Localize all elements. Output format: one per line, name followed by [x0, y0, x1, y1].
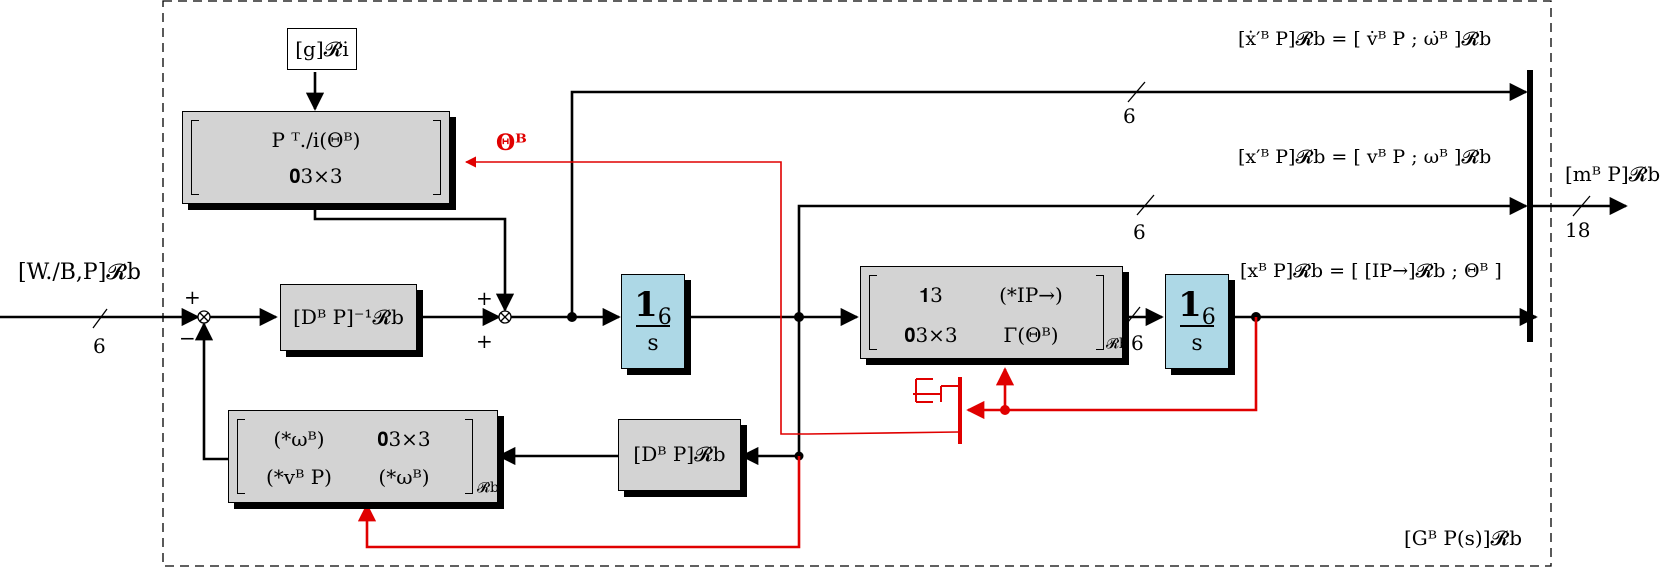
output-label: [mᴮ P]𝓡b [1565, 162, 1660, 186]
vel-to-bus-wire [797, 196, 1528, 317]
input-width-slash [92, 308, 108, 329]
system-boundary [162, 0, 1552, 567]
acc-width-slash [1127, 81, 1146, 103]
out-width-label: 18 [1565, 218, 1591, 242]
inverse-mass-block: [Dᴮ P]⁻¹𝓡b [280, 284, 417, 351]
system-label: [Gᴮ P(s)]𝓡b [1404, 526, 1523, 550]
junction-theta [1000, 405, 1010, 415]
vel-width-slash [1136, 194, 1155, 216]
vel-to-dp-wire [740, 317, 801, 466]
theta-feedback-label: Θᴮ [496, 130, 527, 156]
acc-to-bus-wire [570, 82, 1528, 317]
cor-r1c2: 𝟎3×3 [377, 427, 431, 451]
junction-acc [567, 312, 577, 322]
mass-block: [Dᴮ P]𝓡b [618, 419, 741, 491]
cor-r2c2: (*ωᴮ) [378, 465, 430, 489]
sum2-top-sign: + [476, 286, 493, 310]
coriolis-to-sum1-wire [194, 322, 228, 461]
acc-width-label: 6 [1123, 104, 1136, 128]
cor-frame: 𝓡b [476, 480, 499, 496]
out-pos-label: [xᴮ P]𝓡b = [ [IP→]𝓡b ; Θᴮ ] [1240, 260, 1502, 282]
sum1-bottom-sign: − [179, 326, 196, 350]
out-width-slash [1572, 195, 1591, 217]
theta-to-pblock-wire [995, 317, 1258, 412]
sum2-bottom-sign: + [476, 329, 493, 353]
kin-frame: 𝓡b [1105, 336, 1128, 352]
theta-to-coriolis-wire [357, 456, 801, 549]
input-wrench-label: [W./B,P]𝓡b [18, 260, 141, 285]
cor-r2c1: (*vᴮ P) [266, 465, 332, 489]
kinematic-block: 𝟏3 (*IP→) 𝟎3×3 Γ(Θᴮ) 𝓡b [860, 266, 1128, 359]
kin-width-slash [1123, 306, 1141, 328]
sum1-top-sign: + [184, 285, 201, 309]
gravity-input-block: [g]𝓡i [287, 28, 357, 70]
sum-junction-1 [197, 310, 211, 324]
kin-r1c1: 𝟏3 [919, 283, 943, 307]
cor-r1c1: (*ωᴮ) [273, 427, 325, 451]
integ2-den: s [1191, 331, 1203, 356]
integ1-num: 16 [634, 285, 672, 330]
junction-vel [794, 312, 804, 322]
theta-switch-icon [913, 377, 962, 444]
pblock-row2: 𝟎3×3 [289, 164, 343, 188]
dpinv-label: [Dᴮ P]⁻¹𝓡b [293, 305, 404, 329]
integrator-1-block: 16 s [621, 274, 685, 369]
kin-r2c2: Γ(Θᴮ) [1003, 323, 1059, 347]
integ1-den: s [647, 331, 659, 356]
integrator-2-block: 16 s [1165, 274, 1229, 369]
kin-r2c1: 𝟎3×3 [904, 323, 958, 347]
kin-width-label: 6 [1131, 331, 1144, 355]
out-acc-label: [ẋ′ᴮ P]𝓡b = [ v̇ᴮ P ; ω̇ᴮ ]𝓡b [1238, 28, 1492, 50]
coriolis-block: (*ωᴮ) 𝟎3×3 (*vᴮ P) (*ωᴮ) 𝓡b [228, 410, 499, 503]
pblock-to-sum2-wire [313, 208, 515, 312]
kin-r1c2: (*IP→) [999, 283, 1063, 307]
sum-junction-2 [498, 310, 512, 324]
pblock-row1: P ᵀ./i(Θᴮ) [271, 128, 361, 152]
out-vel-label: [x′ᴮ P]𝓡b = [ vᴮ P ; ωᴮ ]𝓡b [1238, 146, 1492, 168]
theta-feedback-wire [464, 156, 959, 435]
gravity-projection-block: P ᵀ./i(Θᴮ) 𝟎3×3 [182, 111, 450, 204]
vel-width-label: 6 [1133, 220, 1146, 244]
integ2-num: 16 [1178, 285, 1216, 330]
gravity-input-label: [g]𝓡i [295, 37, 349, 61]
input-width-label: 6 [93, 334, 106, 358]
dp-label: [Dᴮ P]𝓡b [633, 442, 726, 466]
